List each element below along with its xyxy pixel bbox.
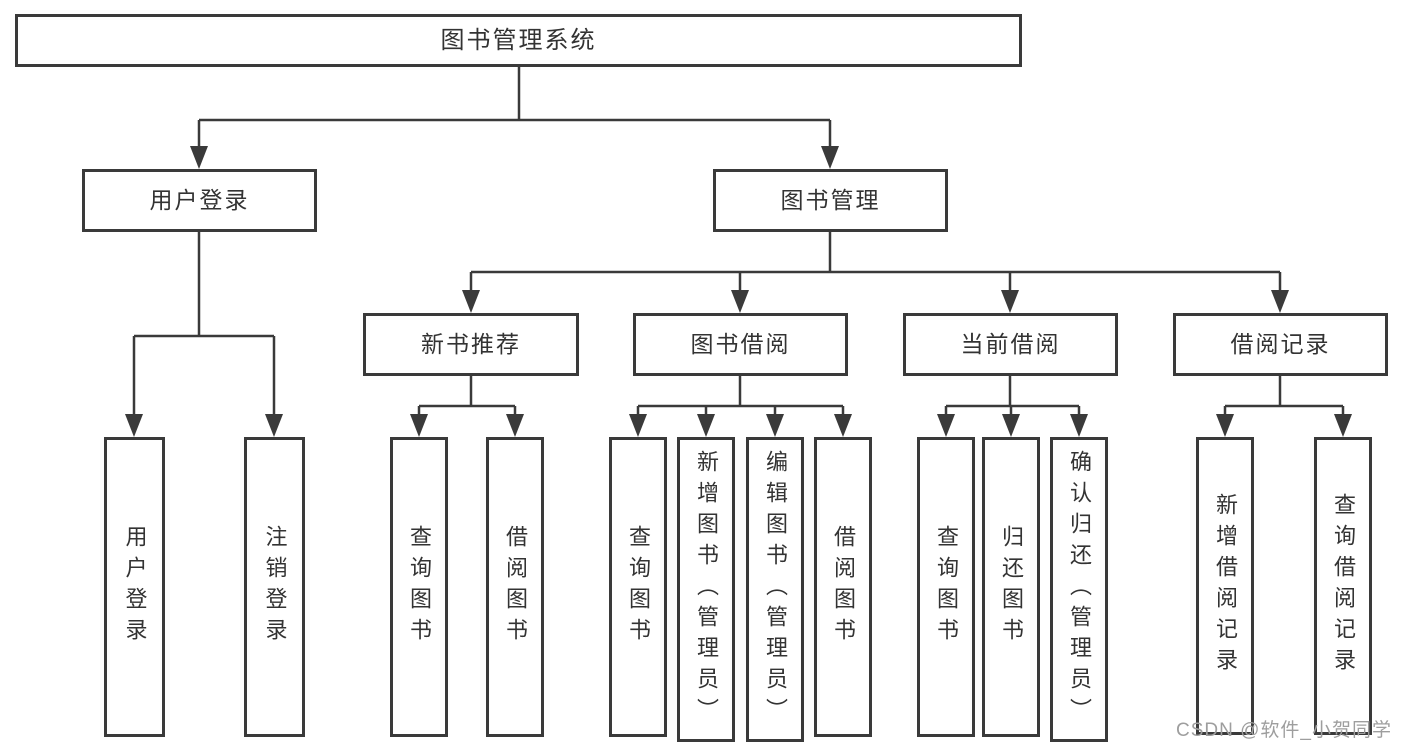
leaf-add-borrow-record: 新增借阅记录 bbox=[1196, 437, 1254, 735]
node-new-book-recommend: 新书推荐 bbox=[363, 313, 579, 376]
node-library-system-root: 图书管理系统 bbox=[15, 14, 1022, 67]
leaf-borrow-books-borrowing: 借阅图书 bbox=[814, 437, 872, 737]
leaf-return-books: 归还图书 bbox=[982, 437, 1040, 737]
node-user-login-branch: 用户登录 bbox=[82, 169, 317, 232]
node-book-borrowing: 图书借阅 bbox=[633, 313, 848, 376]
node-book-management-branch: 图书管理 bbox=[713, 169, 948, 232]
leaf-borrow-books-recommend: 借阅图书 bbox=[486, 437, 544, 737]
leaf-query-books-current: 查询图书 bbox=[917, 437, 975, 737]
leaf-query-books-recommend: 查询图书 bbox=[390, 437, 448, 737]
leaf-query-borrow-record: 查询借阅记录 bbox=[1314, 437, 1372, 735]
leaf-confirm-return-admin: 确认归还（管理员） bbox=[1050, 437, 1108, 742]
leaf-logout: 注销登录 bbox=[244, 437, 305, 737]
leaf-query-books-borrowing: 查询图书 bbox=[609, 437, 667, 737]
leaf-user-login: 用户登录 bbox=[104, 437, 165, 737]
node-borrowing-records: 借阅记录 bbox=[1173, 313, 1388, 376]
node-current-borrowing: 当前借阅 bbox=[903, 313, 1118, 376]
csdn-watermark: CSDN @软件_小贺同学 bbox=[1176, 720, 1392, 741]
leaf-add-book-admin: 新增图书（管理员） bbox=[677, 437, 735, 742]
leaf-edit-book-admin: 编辑图书（管理员） bbox=[746, 437, 804, 742]
